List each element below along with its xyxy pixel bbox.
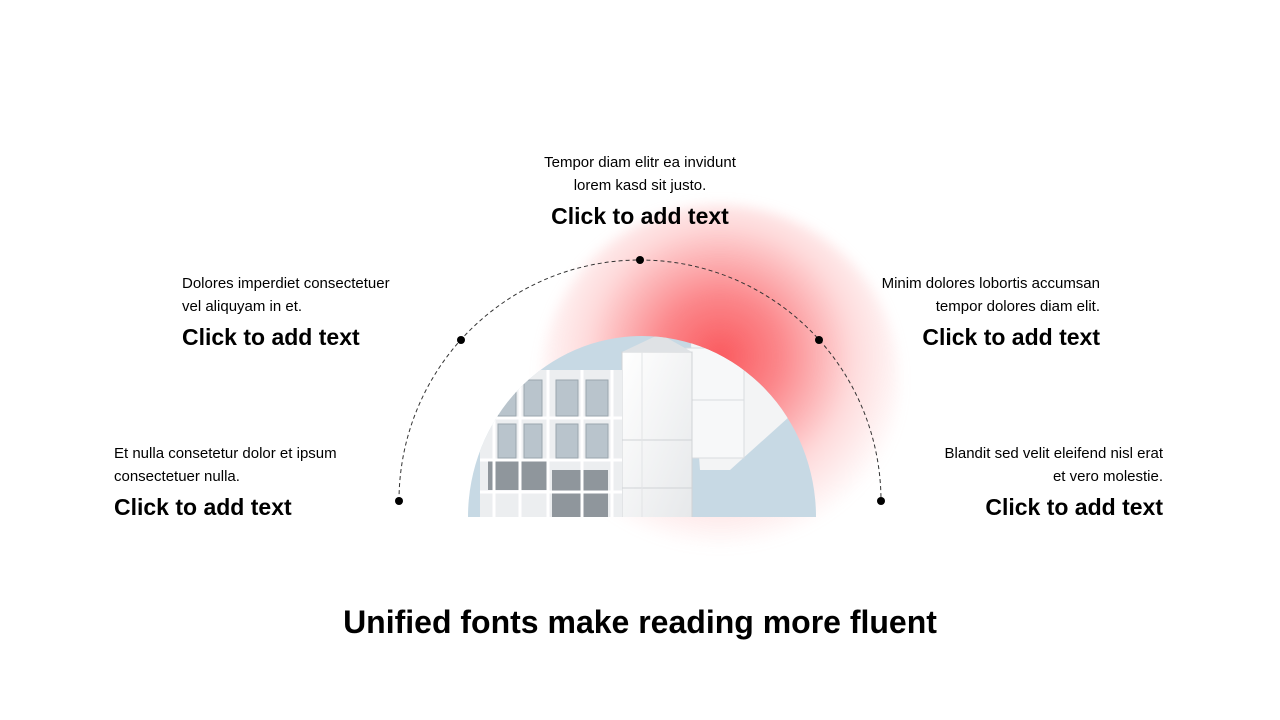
arc-dot-4 <box>815 336 823 344</box>
item-5: Blandit sed velit eleifend nisl erat et … <box>893 442 1163 522</box>
item-1-heading[interactable]: Click to add text <box>114 494 292 520</box>
main-block <box>621 351 693 517</box>
item-3-desc-line2: lorem kasd sit justo. <box>573 177 707 194</box>
slide-title[interactable]: Unified fonts make reading more fluent <box>343 604 937 640</box>
item-2: Dolores imperdiet consectetuer vel aliqu… <box>182 272 432 352</box>
item-4: Minim dolores lobortis accumsan tempor d… <box>850 272 1100 352</box>
arc-dot-3 <box>636 256 644 264</box>
building-image <box>468 336 816 517</box>
item-1-desc-line2: consectetuer nulla. <box>114 468 240 485</box>
item-4-desc-line1: Minim dolores lobortis accumsan <box>881 275 1100 292</box>
item-5-desc-line1: Blandit sed velit eleifend nisl erat <box>944 445 1163 462</box>
item-1: Et nulla consetetur dolor et ipsum conse… <box>114 442 384 522</box>
item-1-desc-line1: Et nulla consetetur dolor et ipsum <box>114 445 337 462</box>
item-5-heading[interactable]: Click to add text <box>985 494 1163 520</box>
item-4-heading[interactable]: Click to add text <box>922 324 1100 350</box>
arc-dot-1 <box>395 497 403 505</box>
item-3-heading[interactable]: Click to add text <box>551 203 729 229</box>
arc-dot-2 <box>457 336 465 344</box>
arc-dot-5 <box>877 497 885 505</box>
item-2-desc-line1: Dolores imperdiet consectetuer <box>182 275 390 292</box>
item-3-desc-line1: Tempor diam elitr ea invidunt <box>544 154 736 171</box>
item-2-desc-line2: vel aliquyam in et. <box>182 298 303 315</box>
item-2-heading[interactable]: Click to add text <box>182 324 360 350</box>
item-5-desc-line2: et vero molestie. <box>1052 468 1163 485</box>
item-4-desc-line2: tempor dolores diam elit. <box>935 298 1100 315</box>
item-3: Tempor diam elitr ea invidunt lorem kasd… <box>490 151 790 231</box>
